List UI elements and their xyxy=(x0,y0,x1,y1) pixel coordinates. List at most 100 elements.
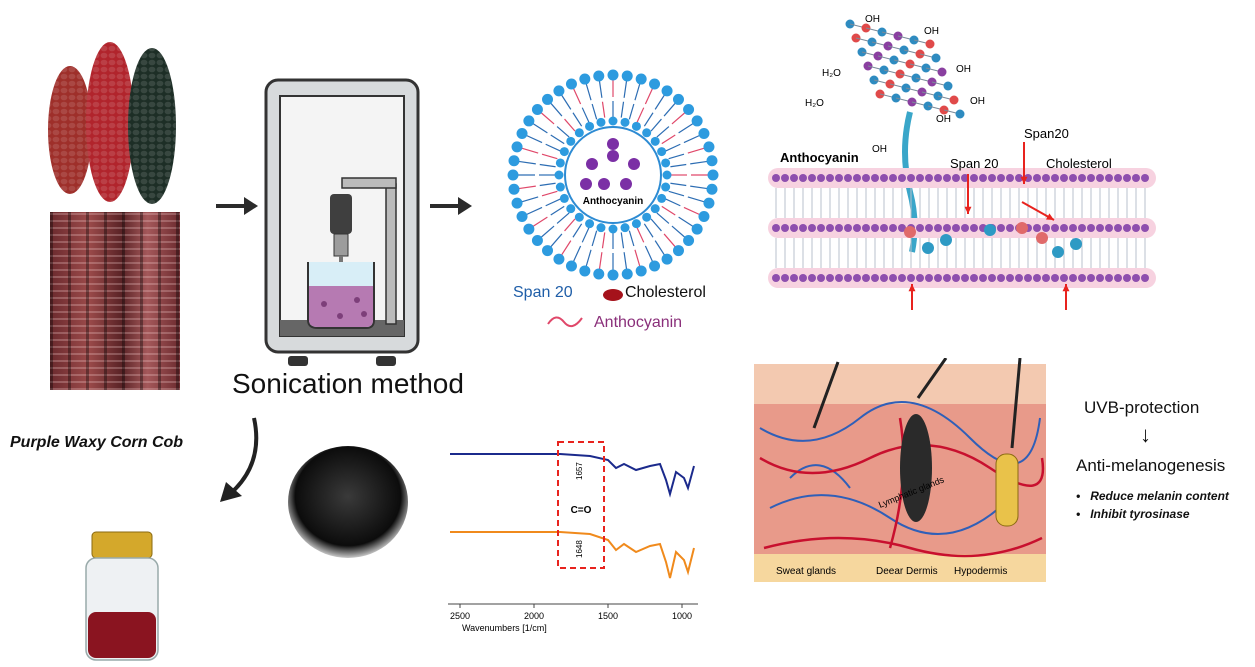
lipid-head xyxy=(997,274,1005,282)
span20-head xyxy=(661,182,671,192)
molecule-label: H₂O xyxy=(822,68,841,79)
lipid-head xyxy=(979,174,987,182)
lipid-head xyxy=(1069,224,1077,232)
lipid-head xyxy=(1060,174,1068,182)
span20-head xyxy=(657,193,667,203)
lipid-head xyxy=(799,174,807,182)
ftir-line-blue xyxy=(450,453,695,498)
uvb-protection-label: UVB-protection xyxy=(1084,398,1200,417)
lipid-head xyxy=(889,274,897,282)
ftir-peak-bottom: 1648 xyxy=(575,540,584,558)
particle xyxy=(904,226,916,238)
lipid-head xyxy=(1006,174,1014,182)
cholesterol-icon xyxy=(603,289,623,301)
span20-head xyxy=(698,127,710,139)
span20-head xyxy=(642,128,652,138)
lipid-head xyxy=(835,274,843,282)
span20-head xyxy=(579,265,591,277)
lipid-head xyxy=(835,174,843,182)
lipid-head xyxy=(934,174,942,182)
lipid-head xyxy=(970,274,978,282)
span20-head xyxy=(657,147,667,157)
lipid-head xyxy=(898,224,906,232)
bullet-text: Reduce melanin content xyxy=(1090,489,1229,503)
particle xyxy=(1070,238,1082,250)
span20-head xyxy=(707,169,719,181)
lipid-head xyxy=(781,174,789,182)
lipid-head xyxy=(889,224,897,232)
span20-head xyxy=(620,223,630,233)
span20-head xyxy=(553,253,565,265)
red-arrow-head xyxy=(964,206,972,214)
lipid-head xyxy=(808,274,816,282)
anthocyanin-dot xyxy=(607,138,619,150)
lipid-head xyxy=(1033,174,1041,182)
molecule-label: H₂O xyxy=(805,98,824,109)
lipid-head xyxy=(898,174,906,182)
lipid-head xyxy=(853,224,861,232)
bullet-text: Inhibit tyrosinase xyxy=(1090,507,1190,521)
membrane-anthocyanin-label: Anthocyanin xyxy=(780,150,859,165)
anthocyanin-wave-icon xyxy=(547,316,583,328)
lipid-head xyxy=(1087,274,1095,282)
span20-head xyxy=(635,265,647,277)
lipid-head xyxy=(880,174,888,182)
span20-head xyxy=(642,212,652,222)
lipid-head xyxy=(1042,224,1050,232)
span20-head xyxy=(565,260,577,272)
particle xyxy=(1036,232,1048,244)
arrow-right-icon xyxy=(430,197,472,215)
red-arrow-head xyxy=(908,284,916,292)
particle xyxy=(940,234,952,246)
lipid-head xyxy=(1141,224,1149,232)
span20-head xyxy=(703,197,715,209)
lipid-head xyxy=(808,174,816,182)
span20-head xyxy=(574,212,584,222)
lipid-head xyxy=(1096,174,1104,182)
lipid-head xyxy=(1141,174,1149,182)
lipid-head xyxy=(961,224,969,232)
lipid-head xyxy=(1006,224,1014,232)
anthocyanin-dot xyxy=(607,150,619,162)
lipid-head xyxy=(1006,274,1014,282)
span20-head xyxy=(585,219,595,229)
lipid-head xyxy=(817,274,825,282)
lipid-head xyxy=(790,174,798,182)
legend-span20: Span 20 xyxy=(513,284,573,301)
legend-cholesterol: Cholesterol xyxy=(625,284,706,301)
lipid-head xyxy=(862,274,870,282)
span20-head xyxy=(631,219,641,229)
peak-box xyxy=(557,441,605,569)
lipid-head xyxy=(925,174,933,182)
span20-head xyxy=(555,182,565,192)
anthocyanin-dot xyxy=(586,158,598,170)
lipid-head xyxy=(943,224,951,232)
span20-head xyxy=(661,253,673,265)
span20-head xyxy=(566,204,576,214)
span20-head xyxy=(566,136,576,146)
span20-head xyxy=(698,211,710,223)
skin-diagram: Lymphatic glands Sweat glands Deear Derm… xyxy=(754,358,1046,582)
sonication-device xyxy=(264,78,420,366)
span20-head xyxy=(662,170,672,180)
red-arrow-head xyxy=(1020,176,1028,184)
lipid-head xyxy=(1069,274,1077,282)
lipid-head xyxy=(1060,224,1068,232)
lipid-head xyxy=(844,174,852,182)
span20-head xyxy=(631,121,641,131)
x-tick-label: 2500 xyxy=(450,611,470,621)
niosome-core-label: Anthocyanin xyxy=(583,196,644,207)
lipid-head xyxy=(862,174,870,182)
bullet-item: • Inhibit tyrosinase xyxy=(1076,507,1190,521)
lipid-head xyxy=(952,174,960,182)
span20-head xyxy=(650,136,660,146)
span20-head xyxy=(621,268,633,280)
lipid-head xyxy=(1132,274,1140,282)
molecule-atom xyxy=(925,39,935,49)
lipid-head xyxy=(781,224,789,232)
span20-head xyxy=(607,269,619,281)
lipid-head xyxy=(988,274,996,282)
lipid-head xyxy=(1105,174,1113,182)
corn-caption: Purple Waxy Corn Cob xyxy=(10,434,184,451)
